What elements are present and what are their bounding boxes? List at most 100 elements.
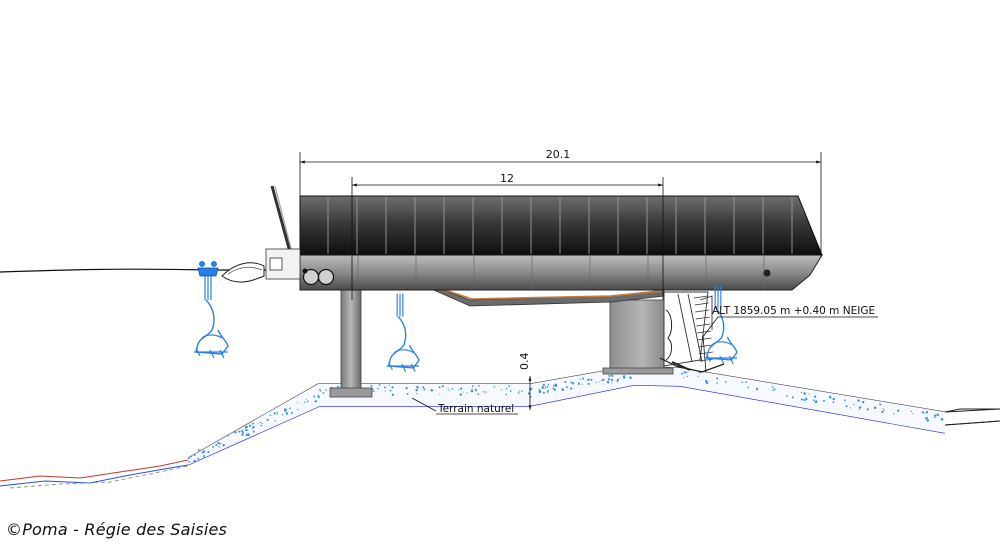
- snow-dot: [493, 386, 496, 388]
- snow-dot: [383, 386, 386, 389]
- terrain-label: Terrain naturel: [437, 403, 514, 415]
- snow-dot: [215, 443, 218, 447]
- entry-gate: [221, 185, 301, 283]
- snow-dot: [460, 387, 463, 390]
- snow-dot: [619, 377, 621, 379]
- snow-texture-dots: [187, 368, 944, 463]
- snow-dot: [313, 395, 315, 398]
- snow-dot: [541, 387, 544, 389]
- snow-dot: [582, 377, 585, 380]
- snow-dot: [317, 394, 319, 397]
- snow-dot: [257, 423, 259, 425]
- dimension-snow-label: 0.4: [518, 353, 531, 371]
- snow-dot: [462, 391, 464, 393]
- snow-dot: [405, 386, 408, 390]
- snow-dot: [564, 380, 567, 383]
- snow-dot: [197, 458, 200, 460]
- snow-dot: [587, 378, 590, 381]
- distant-slope-red: [0, 459, 189, 482]
- snow-dot: [600, 380, 602, 382]
- snow-dot: [193, 459, 196, 463]
- snow-dot: [305, 398, 307, 400]
- snow-dot: [883, 410, 885, 412]
- snow-dot: [570, 381, 573, 384]
- snow-dot: [873, 406, 877, 410]
- snow-dot: [800, 391, 803, 394]
- snow-dot: [290, 412, 293, 414]
- stair-step: [693, 295, 709, 299]
- photo-credit: ©Poma - Régie des Saisies: [6, 520, 228, 539]
- snow-dot: [552, 385, 555, 387]
- snow-dot: [423, 388, 426, 391]
- snow-dot: [251, 423, 254, 425]
- snow-dot: [388, 384, 390, 386]
- snow-dot: [415, 388, 418, 392]
- chairlift-chair-icon: [194, 261, 229, 359]
- snow-dot: [610, 378, 614, 382]
- dimension-overall-label: 20.1: [546, 148, 571, 161]
- snow-dot: [547, 389, 549, 392]
- snow-dot: [416, 386, 419, 389]
- snow-dot: [686, 371, 688, 374]
- snow-dot: [554, 383, 556, 385]
- snow-dot: [716, 377, 719, 380]
- snow-dot: [823, 399, 825, 402]
- snow-dot: [241, 433, 244, 437]
- snow-dot: [187, 457, 190, 460]
- snow-dot: [934, 414, 937, 417]
- chairlift-chair-icon: [704, 285, 738, 364]
- snow-dot: [508, 385, 510, 387]
- snow-dot: [581, 383, 583, 385]
- snow-dot: [451, 387, 454, 390]
- snow-dot: [274, 420, 276, 422]
- snow-dot: [234, 431, 237, 434]
- snow-dot: [269, 414, 272, 417]
- snow-dot: [755, 387, 758, 390]
- snow-dot: [683, 371, 686, 374]
- snow-dot: [933, 416, 936, 419]
- snow-dot: [378, 384, 381, 386]
- altitude-annotation: ALT 1859.05 m +0.40 m NEIGE: [701, 305, 878, 373]
- snow-dot: [459, 393, 462, 396]
- snow-dot: [248, 424, 252, 427]
- snow-dot: [926, 419, 930, 422]
- snow-dot: [587, 382, 590, 385]
- chairs: [194, 261, 738, 372]
- stair-step: [698, 344, 713, 348]
- snow-dot: [517, 392, 520, 394]
- snow-dot: [447, 388, 449, 390]
- snow-dot: [406, 392, 409, 395]
- snow-dot: [384, 390, 386, 392]
- snow-dot: [222, 443, 225, 447]
- snow-dot: [416, 393, 418, 395]
- snow-dot: [202, 455, 205, 458]
- snow-dot: [538, 390, 542, 393]
- station-lower-body: [299, 254, 823, 291]
- station-cover: [299, 195, 823, 256]
- snow-dot: [546, 390, 549, 393]
- snow-dot: [611, 382, 613, 384]
- snow-dot: [391, 386, 394, 389]
- snow-dot: [881, 411, 884, 414]
- snow-dot: [803, 392, 806, 395]
- snow-dot: [602, 383, 604, 385]
- stair-step: [695, 316, 710, 320]
- snow-dot: [866, 408, 869, 411]
- snow-dot: [570, 387, 573, 390]
- snow-dot: [858, 406, 862, 409]
- stair-step: [694, 302, 709, 306]
- snow-dot: [227, 434, 230, 437]
- snow-dot: [828, 395, 832, 399]
- snow-dot: [595, 381, 597, 383]
- snow-dot: [608, 374, 610, 377]
- snow-dot: [716, 382, 718, 384]
- station-body: [299, 195, 823, 307]
- snow-dot: [202, 450, 206, 453]
- sheave-small: [302, 268, 308, 274]
- snow-dot: [422, 386, 425, 389]
- snow-dot: [590, 378, 593, 381]
- snow-dot: [853, 403, 855, 406]
- snow-dot: [897, 409, 900, 412]
- snow-dot: [910, 410, 913, 413]
- stair-step: [696, 330, 712, 334]
